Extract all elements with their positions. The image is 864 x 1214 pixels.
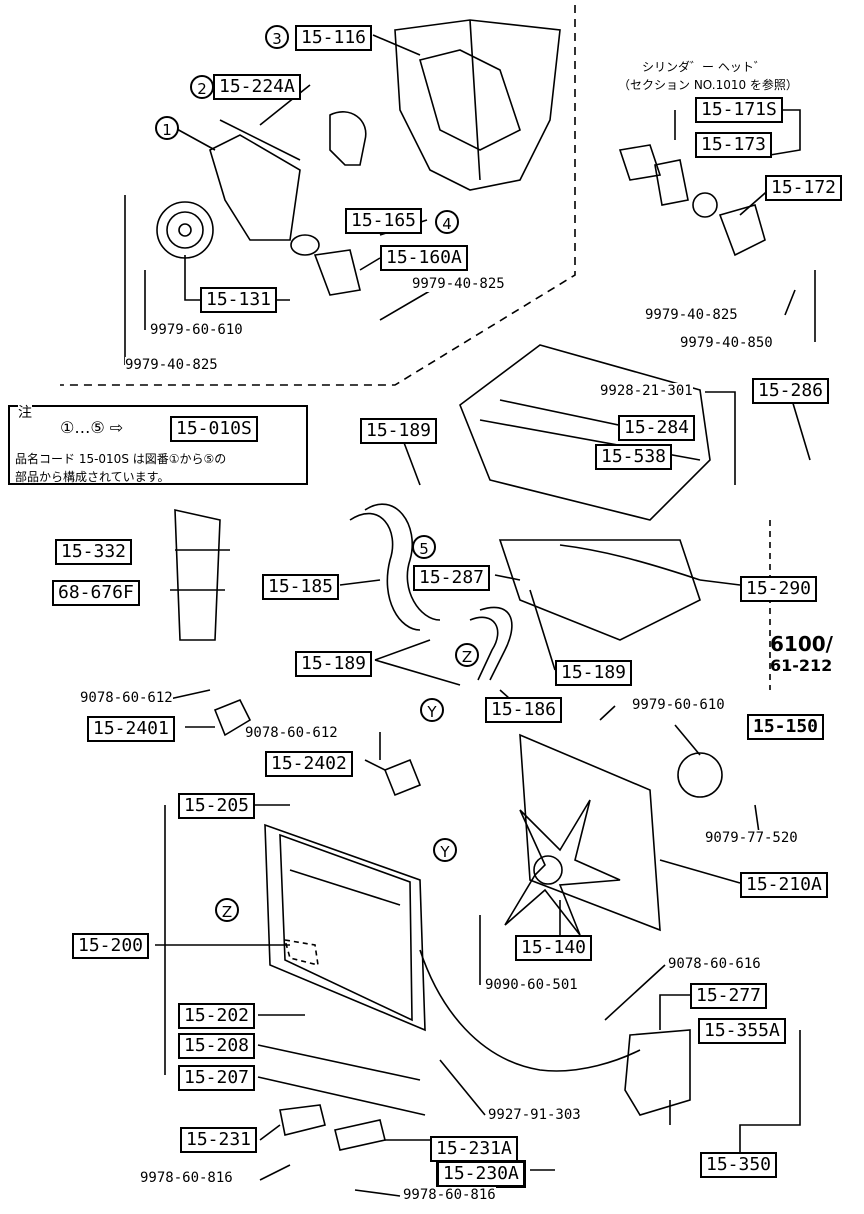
lower-hose bbox=[479, 606, 513, 681]
callout-y: Y bbox=[420, 698, 444, 722]
part-15-287: 15-287 bbox=[413, 565, 491, 591]
part-15-2401: 15-2401 bbox=[87, 716, 175, 742]
footnote-line-1: 品名コード 15-010S は図番①から⑤の bbox=[15, 452, 227, 466]
part-15-284: 15-284 bbox=[618, 415, 696, 441]
upper-hose bbox=[349, 512, 421, 631]
part-15-185: 15-185 bbox=[262, 574, 340, 600]
part-15-210A: 15-210A bbox=[740, 872, 828, 898]
callout-z: Z bbox=[455, 643, 479, 667]
part-15-290: 15-290 bbox=[740, 576, 818, 602]
reserve-tank-outline bbox=[624, 1029, 691, 1116]
part-15-286: 15-286 bbox=[752, 378, 830, 404]
cylinder-head-note: シリンダ゛ー ヘット゛ bbox=[642, 60, 766, 74]
part-15-186: 15-186 bbox=[485, 697, 563, 723]
nut-9090-60-501: 9090-60-501 bbox=[485, 977, 578, 993]
part-15-010S: 15-010S bbox=[170, 416, 258, 442]
part-15-231A: 15-231A bbox=[430, 1136, 518, 1162]
part-15-207: 15-207 bbox=[178, 1065, 256, 1091]
bolt-9978-60-816-bottom: 9978-60-816 bbox=[403, 1187, 496, 1203]
bolt-9979-40-825-right: 9979-40-825 bbox=[645, 307, 738, 323]
overflow-hose bbox=[419, 949, 641, 1072]
part-15-189-left: 15-189 bbox=[295, 651, 373, 677]
part-15-202: 15-202 bbox=[178, 1003, 256, 1029]
bolt-9928-21-301: 9928-21-301 bbox=[600, 383, 693, 399]
bolt-9979-40-825-left: 9979-40-825 bbox=[125, 357, 218, 373]
bolt-9979-40-825-center: 9979-40-825 bbox=[412, 276, 505, 292]
part-15-189-top: 15-189 bbox=[360, 418, 438, 444]
ref-section-6100: 6100/ bbox=[770, 632, 833, 656]
water-pump-gasket bbox=[329, 111, 367, 166]
part-15-224A: 15-224A bbox=[213, 74, 301, 100]
callout-y-radiator: Y bbox=[433, 838, 457, 862]
part-15-165: 15-165 bbox=[345, 208, 423, 234]
bolt-9078-60-616: 9078-60-616 bbox=[668, 956, 761, 972]
part-15-230A: 15-230A bbox=[436, 1160, 526, 1188]
part-15-277: 15-277 bbox=[690, 983, 768, 1009]
part-15-350: 15-350 bbox=[700, 1152, 778, 1178]
cylinder-head-outline bbox=[459, 344, 711, 521]
part-15-131: 15-131 bbox=[200, 287, 278, 313]
bolt-9078-60-612-left: 9078-60-612 bbox=[80, 690, 173, 706]
bolt-9079-77-520: 9079-77-520 bbox=[705, 830, 798, 846]
fan-motor bbox=[677, 752, 723, 798]
part-15-172: 15-172 bbox=[765, 175, 843, 201]
fan-blades bbox=[504, 799, 621, 936]
part-15-332: 15-332 bbox=[55, 539, 133, 565]
clip-9927-91-303: 9927-91-303 bbox=[488, 1107, 581, 1123]
radiator-outline bbox=[264, 823, 426, 1032]
callout-1: 1 bbox=[155, 116, 179, 140]
footnote-title: 注 bbox=[18, 402, 32, 422]
fan-shroud-outline bbox=[519, 733, 661, 932]
part-15-355A: 15-355A bbox=[698, 1018, 786, 1044]
part-15-2402: 15-2402 bbox=[265, 751, 353, 777]
cylinder-head-section-ref: （セクション NO.1010 を参照） bbox=[618, 78, 798, 92]
part-15-538: 15-538 bbox=[595, 444, 673, 470]
part-15-171S: 15-171S bbox=[695, 97, 783, 123]
bolt-9978-60-816-left: 9978-60-816 bbox=[140, 1170, 233, 1186]
callout-4: 4 bbox=[435, 210, 459, 234]
bolt-9979-40-850: 9979-40-850 bbox=[680, 335, 773, 351]
footnote-box bbox=[8, 405, 308, 485]
part-15-208: 15-208 bbox=[178, 1033, 256, 1059]
callout-2: 2 bbox=[190, 75, 214, 99]
callout-3: 3 bbox=[265, 25, 289, 49]
part-15-189-right: 15-189 bbox=[555, 660, 633, 686]
part-15-150: 15-150 bbox=[747, 714, 825, 740]
section-boundary-dashed bbox=[60, 5, 576, 386]
ref-section-61-212: 61-212 bbox=[770, 656, 833, 675]
bolt-9979-60-610-fan: 9979-60-610 bbox=[632, 697, 725, 713]
callout-z-radiator: Z bbox=[215, 898, 239, 922]
part-68-676F: 68-676F bbox=[52, 580, 140, 606]
pulley-outline bbox=[156, 201, 214, 259]
bracket-15-332 bbox=[174, 508, 221, 641]
part-15-140: 15-140 bbox=[515, 935, 593, 961]
footnote-line-2: 部品から構成されています。 bbox=[15, 470, 170, 484]
water-pump-body bbox=[209, 134, 301, 241]
part-15-205: 15-205 bbox=[178, 793, 256, 819]
part-15-200: 15-200 bbox=[72, 933, 150, 959]
part-15-116: 15-116 bbox=[295, 25, 373, 51]
footnote-range: ①…⑤ ⇨ bbox=[60, 418, 124, 437]
part-15-231: 15-231 bbox=[180, 1127, 258, 1153]
engine-block-outline bbox=[394, 19, 561, 191]
part-15-160A: 15-160A bbox=[380, 245, 468, 271]
bolt-9078-60-612-center: 9078-60-612 bbox=[245, 725, 338, 741]
part-15-173: 15-173 bbox=[695, 132, 773, 158]
bolt-9979-60-610-left: 9979-60-610 bbox=[150, 322, 243, 338]
callout-5: 5 bbox=[412, 535, 436, 559]
